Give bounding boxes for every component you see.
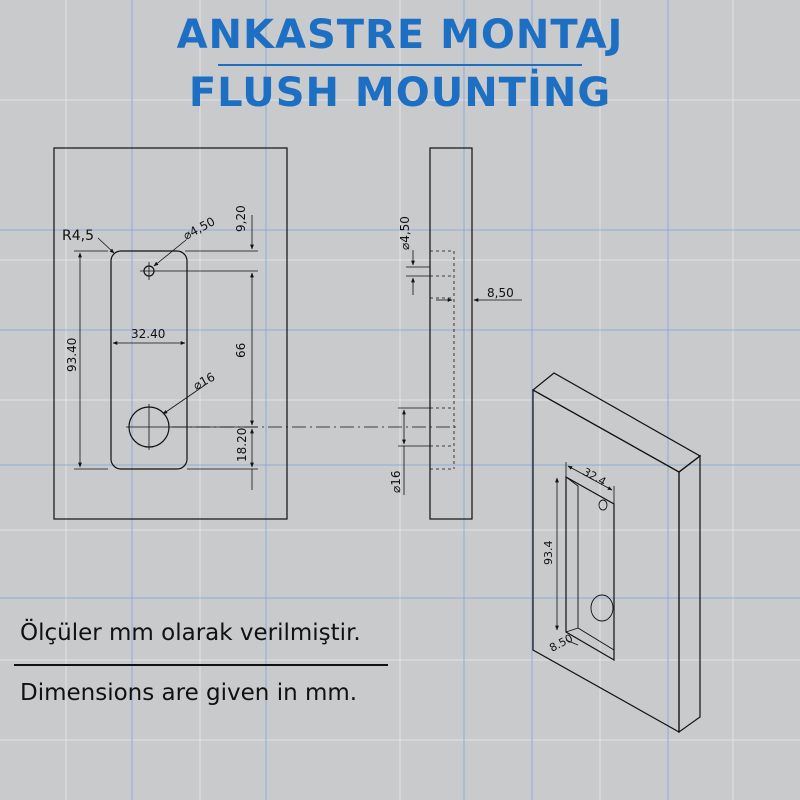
front-cutout: [110, 250, 188, 470]
large-hole-label: ⌀16: [191, 370, 217, 393]
radius-label: R4,5: [62, 228, 94, 244]
front-view: [53, 147, 460, 520]
side-depth-label: 8,50: [487, 286, 514, 300]
side-small-hole-label: ⌀4,50: [398, 216, 412, 250]
width-label: 32.40: [131, 327, 165, 341]
small-hole-label: ⌀4,50: [181, 214, 218, 242]
title-turkish: ANKASTRE MONTAJ: [176, 12, 624, 58]
title-divider: [218, 64, 582, 66]
iso-width-label: 32.4: [581, 465, 609, 488]
iso-side-face: [678, 454, 701, 734]
isometric-view-labels: 32.4 93.4 8.50: [542, 465, 608, 654]
iso-height-label: 93.4: [542, 541, 555, 566]
front-view-labels: R4,5 ⌀4,50 9,20 32.40 93.40 66 ⌀16 18.20: [62, 205, 249, 462]
title-english: FLUSH MOUNTİNG: [188, 70, 612, 116]
iso-large-hole: [590, 594, 614, 622]
iso-cutout: [565, 475, 615, 662]
bottom-offset-label: 18.20: [235, 428, 249, 462]
isometric-view: [531, 372, 702, 734]
iso-top-face: [531, 372, 702, 473]
height-label: 93.40: [65, 338, 79, 372]
side-view-labels: ⌀4,50 8,50 ⌀16: [389, 216, 514, 493]
side-plate: [429, 147, 473, 520]
side-view: [398, 147, 522, 520]
iso-small-hole: [598, 499, 608, 511]
note-divider: [14, 664, 388, 666]
front-outer-plate: [53, 147, 288, 520]
note-turkish: Ölçüler mm olarak verilmiştir.: [20, 620, 361, 646]
top-offset-label: 9,20: [234, 205, 248, 232]
note-english: Dimensions are given in mm.: [20, 680, 358, 706]
side-large-hole-label: ⌀16: [389, 471, 403, 494]
hole-distance-label: 66: [234, 343, 248, 358]
